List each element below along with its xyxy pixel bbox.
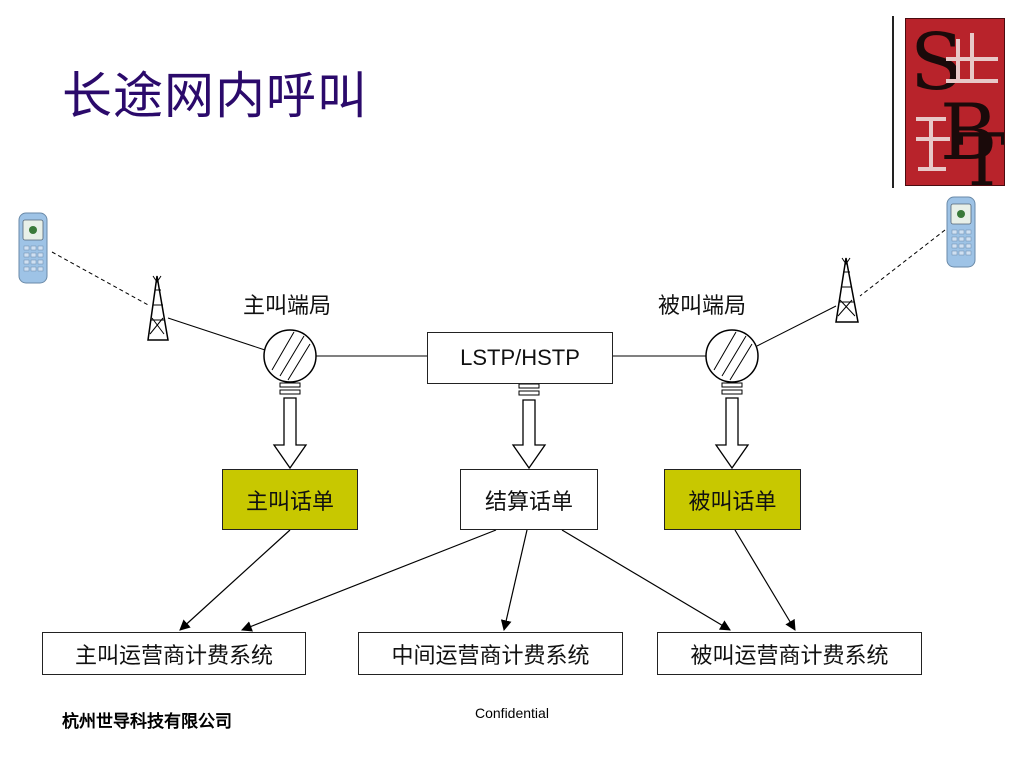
mobile-phone-icon [946, 196, 976, 268]
logo-mark-icon: S B T [910, 19, 1005, 186]
switch-node-icon [263, 329, 317, 395]
svg-text:T: T [958, 118, 1005, 186]
link-tower-called [756, 305, 837, 347]
svg-text:S: S [910, 19, 963, 108]
page-title: 长途网内呼叫 [62, 67, 368, 125]
arrow-settlement-to-called-billing [561, 529, 731, 631]
confidential-label: Confidential [475, 705, 549, 721]
calling-billing-system-box: 主叫运营商计费系统 [42, 632, 306, 675]
transit-connector-icon [518, 383, 540, 396]
called-record-box: 被叫话单 [664, 469, 801, 530]
mobile-phone-icon [18, 212, 48, 284]
transit-node-box: LSTP/HSTP [427, 332, 613, 384]
company-logo: S B T [905, 18, 1005, 186]
called-billing-system-box: 被叫运营商计费系统 [657, 632, 922, 675]
radio-tower-icon [147, 275, 169, 341]
down-arrow-icon [272, 397, 308, 470]
down-arrow-icon [511, 399, 547, 470]
logo-divider [892, 16, 894, 188]
radio-link-left [51, 251, 151, 307]
company-name: 杭州世导科技有限公司 [62, 712, 232, 732]
calling-record-box: 主叫话单 [222, 469, 358, 530]
svg-text:B: B [940, 88, 997, 178]
settlement-record-box: 结算话单 [460, 469, 598, 530]
link-tower-calling [167, 317, 266, 351]
arrow-settlement-to-middle-billing [500, 529, 528, 632]
middle-billing-system-box: 中间运营商计费系统 [358, 632, 623, 675]
arrow-called-record-to-called-billing [734, 529, 796, 631]
radio-link-right [859, 229, 946, 297]
arrow-settlement-to-calling-billing [240, 529, 497, 632]
calling-office-label: 主叫端局 [243, 294, 332, 319]
called-office-label: 被叫端局 [658, 294, 747, 319]
radio-tower-icon [835, 257, 859, 323]
switch-node-icon [705, 329, 759, 395]
arrow-calling-record-to-calling-billing [179, 529, 291, 631]
down-arrow-icon [714, 397, 750, 470]
